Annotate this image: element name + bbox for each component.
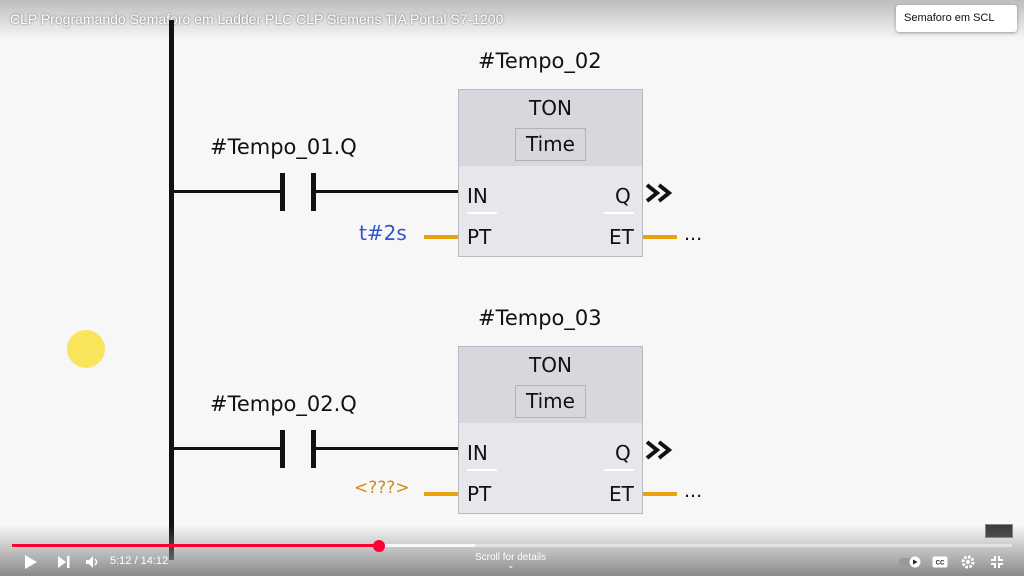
pin-q: Q (615, 184, 631, 208)
rung-wire (314, 190, 459, 193)
progress-scrubber[interactable] (372, 540, 385, 552)
progress-track[interactable] (12, 544, 1012, 547)
play-icon (25, 555, 37, 569)
video-title[interactable]: CLP Programando Semaforo em Ladder PLC C… (10, 11, 504, 27)
contact-right-bar (311, 173, 316, 211)
block-type: TON (529, 96, 572, 120)
pin-et: ET (609, 482, 634, 506)
block-type: TON (529, 353, 572, 377)
rung-wire (172, 190, 283, 193)
exit-fullscreen-button[interactable] (987, 552, 1007, 572)
contact-left-bar (280, 430, 285, 468)
ton-block: TON Time IN Q PT ET (458, 89, 643, 257)
rung-wire (314, 447, 459, 450)
svg-text:CC: CC (936, 561, 945, 567)
card-teaser-label[interactable]: Semaforo em SCL (904, 12, 995, 24)
cursor-highlight (67, 330, 105, 368)
rung-wire (172, 447, 283, 450)
pt-parameter: t#2s (359, 221, 407, 245)
pin-pt: PT (467, 225, 492, 249)
autoplay-toggle-icon (899, 556, 921, 568)
settings-button[interactable] (958, 552, 978, 572)
timer-instance-name: #Tempo_02 (478, 49, 602, 73)
volume-icon (86, 556, 98, 568)
pt-wire (424, 235, 458, 239)
contact-label: #Tempo_01.Q (210, 135, 357, 159)
pt-wire (424, 492, 458, 496)
et-wire (643, 235, 677, 239)
progress-played (12, 544, 379, 547)
q-output-arrow-icon (645, 440, 673, 460)
timer-instance-name: #Tempo_03 (478, 306, 602, 330)
pin-divider (604, 212, 634, 214)
captions-button[interactable]: CC (930, 552, 950, 572)
card-teaser[interactable]: Semaforo em SCL i (896, 5, 1017, 32)
pin-divider (467, 212, 497, 214)
pin-divider (467, 469, 497, 471)
et-parameter: ... (684, 223, 703, 245)
pin-in: IN (467, 441, 488, 465)
pin-divider (604, 469, 634, 471)
next-icon (58, 556, 70, 568)
pin-et: ET (609, 225, 634, 249)
contact-left-bar (280, 173, 285, 211)
contact-right-bar (311, 430, 316, 468)
bottom-gradient (0, 525, 1024, 576)
scroll-hint[interactable]: Scroll for details (475, 552, 547, 563)
q-output-arrow-icon (645, 183, 673, 203)
exit-fullscreen-icon (991, 556, 1003, 568)
captions-icon: CC (932, 556, 948, 568)
pt-parameter: <???> (354, 478, 410, 498)
settings-icon (961, 555, 975, 569)
play-button[interactable] (22, 552, 40, 572)
ton-block: TON Time IN Q PT ET (458, 346, 643, 514)
block-subtype: Time (515, 128, 586, 161)
pin-pt: PT (467, 482, 492, 506)
chevron-down-icon[interactable]: ⌄ (507, 561, 515, 571)
ton-block-body (459, 166, 642, 256)
block-subtype: Time (515, 385, 586, 418)
ton-block-body (459, 423, 642, 513)
pin-q: Q (615, 441, 631, 465)
contact-label: #Tempo_02.Q (210, 392, 357, 416)
et-parameter: ... (684, 480, 703, 502)
autoplay-toggle[interactable] (897, 552, 923, 572)
time-display: 5:12 / 14:12 (110, 555, 169, 567)
pin-in: IN (467, 184, 488, 208)
next-button[interactable] (55, 552, 73, 572)
volume-button[interactable] (83, 552, 103, 572)
power-rail (169, 20, 174, 560)
et-wire (643, 492, 677, 496)
